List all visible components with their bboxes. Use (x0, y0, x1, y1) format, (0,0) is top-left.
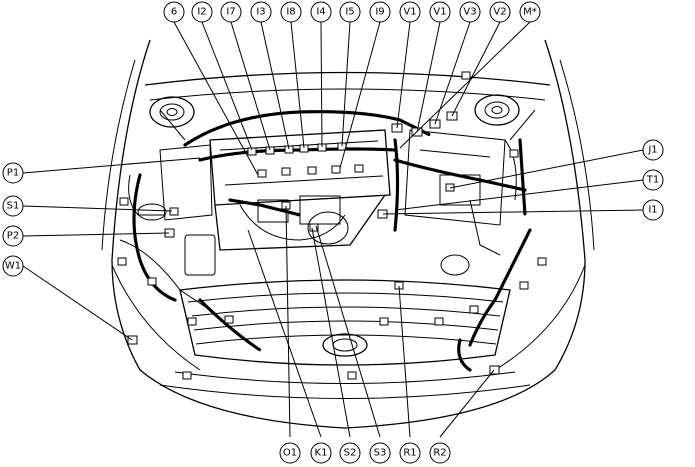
callout-label: I2 (197, 7, 206, 18)
callout-P2: P2 (2, 225, 24, 247)
callout-label: 6 (171, 7, 177, 18)
callout-label: I3 (256, 7, 265, 18)
callout-label: S3 (374, 448, 387, 459)
callout-R1: R1 (399, 442, 421, 464)
callout-K1: K1 (310, 442, 332, 464)
callout-W1: W1 (2, 255, 24, 277)
callout-I5: I5 (339, 1, 361, 23)
front-grille (159, 279, 531, 399)
callout-label: V1 (433, 7, 446, 18)
connectors (117, 71, 547, 380)
callout-label: M* (523, 7, 537, 18)
callout-I7: I7 (220, 1, 242, 23)
callout-label: O1 (283, 448, 297, 459)
callout-label: V1 (403, 7, 416, 18)
callout-S3: S3 (369, 442, 391, 464)
callout-I4: I4 (310, 1, 332, 23)
callout-label: I8 (286, 7, 295, 18)
callout-label: J1 (647, 145, 657, 156)
callout-P1: P1 (2, 162, 24, 184)
left-strut-tower (149, 96, 195, 128)
callout-S2: S2 (339, 442, 361, 464)
right-strut-tower (474, 94, 520, 126)
callout-O1: O1 (279, 442, 301, 464)
callout-label: V2 (493, 7, 506, 18)
callout-label: V3 (463, 7, 476, 18)
callout-label: R1 (403, 448, 416, 459)
engine-block (209, 129, 391, 251)
callout-label: S1 (7, 201, 20, 212)
callout-V1-b: V1 (429, 1, 451, 23)
callout-label: I7 (226, 7, 235, 18)
callout-I2: I2 (191, 1, 213, 23)
callout-6: 6 (163, 1, 185, 23)
wire-harnesses (132, 110, 532, 372)
callout-V3: V3 (459, 1, 481, 23)
vehicle-body-outline (101, 39, 595, 429)
leader-lines (22, 21, 644, 438)
callout-label: I9 (375, 7, 384, 18)
callout-label: W1 (5, 261, 21, 272)
cowl-outline (144, 71, 551, 141)
callout-R2: R2 (429, 442, 451, 464)
callout-T1: T1 (642, 169, 664, 191)
callout-M: M* (519, 1, 541, 23)
callout-label: S2 (344, 448, 357, 459)
callout-label: I5 (345, 7, 354, 18)
callout-label: R2 (433, 448, 446, 459)
callout-label: P2 (7, 231, 19, 242)
callout-S1: S1 (2, 195, 24, 217)
callout-V1-a: V1 (399, 1, 421, 23)
callout-label: T1 (646, 175, 659, 186)
callout-I3: I3 (250, 1, 272, 23)
callout-label: I4 (316, 7, 325, 18)
callout-J1: J1 (642, 139, 664, 161)
callout-I1: I1 (642, 199, 664, 221)
callout-label: I1 (648, 205, 657, 216)
callout-label: P1 (7, 168, 19, 179)
callout-label: K1 (315, 448, 328, 459)
callout-I9: I9 (369, 1, 391, 23)
callout-I8: I8 (280, 1, 302, 23)
callout-V2: V2 (489, 1, 511, 23)
